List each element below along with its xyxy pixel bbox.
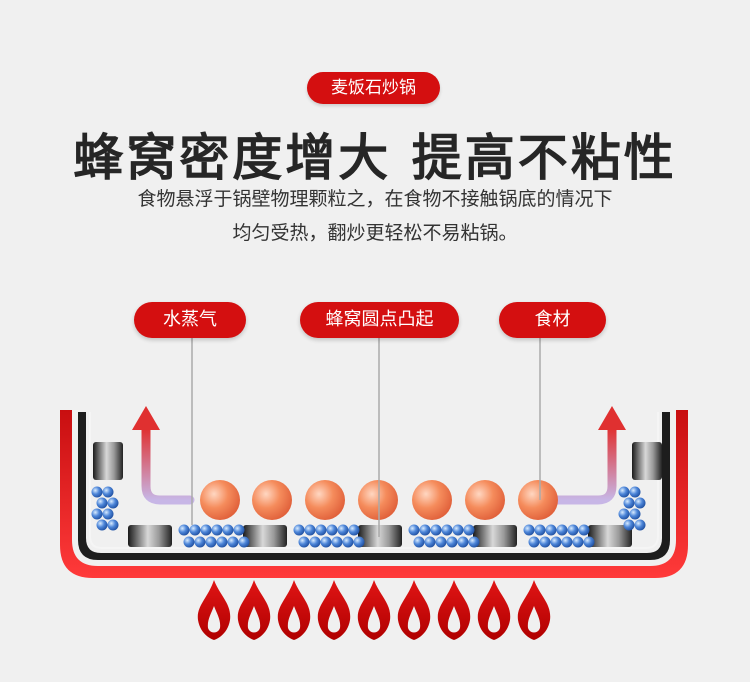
bubble-icon	[424, 536, 436, 548]
bubble-icon	[96, 519, 108, 531]
steam-arrow-icon	[553, 423, 617, 505]
flame-icon	[437, 580, 471, 640]
bubble-icon	[91, 508, 103, 520]
description-line-2: 均匀受热，翻炒更轻松不易粘锅。	[232, 222, 518, 244]
bubble-icon	[178, 524, 190, 536]
bubble-icon	[435, 536, 447, 548]
steam-arrow-icon	[141, 423, 195, 505]
bubble-icon	[102, 486, 114, 498]
bubble-icon	[618, 486, 630, 498]
bubble-icon	[572, 536, 584, 548]
bubble-icon	[550, 536, 562, 548]
bubble-icon	[205, 536, 217, 548]
bubble-icon	[413, 536, 425, 548]
bubble-icon	[561, 536, 573, 548]
bubble-icon	[528, 536, 540, 548]
bubble-icon	[304, 524, 316, 536]
bubble-icon	[102, 508, 114, 520]
side-block-left	[93, 442, 123, 480]
flame-icon	[317, 580, 351, 640]
flame-icon	[477, 580, 511, 640]
label-steam: 水蒸气	[134, 302, 246, 338]
bubble-icon	[233, 524, 245, 536]
bubble-icon	[430, 524, 442, 536]
bubble-icon	[331, 536, 343, 548]
bubble-icon	[457, 536, 469, 548]
bubble-icon	[200, 524, 212, 536]
flame-icon	[357, 580, 391, 640]
bubble-icon	[309, 536, 321, 548]
page-title: 蜂窝密度增大 提高不粘性	[73, 129, 677, 187]
bottom-blocks	[128, 525, 632, 547]
steam-arrow-head-right	[598, 406, 626, 430]
bubble-icon	[107, 519, 119, 531]
bubble-icon	[523, 524, 535, 536]
bubble-icon	[238, 536, 250, 548]
side-block-right	[632, 442, 662, 480]
bubble-icon	[545, 524, 557, 536]
bubble-icon	[629, 508, 641, 520]
bubble-icon	[91, 486, 103, 498]
bubble-icon	[629, 486, 641, 498]
bubble-icon	[216, 536, 228, 548]
product-badge: 麦饭石炒锅	[307, 72, 440, 104]
bubble-icon	[353, 536, 365, 548]
bubble-icon	[222, 524, 234, 536]
label-honeycomb: 蜂窝圆点凸起	[300, 302, 459, 338]
bubble-icon	[634, 519, 646, 531]
bubble-icon	[623, 519, 635, 531]
bubble-icon	[194, 536, 206, 548]
bubble-icon	[337, 524, 349, 536]
bubble-icon	[342, 536, 354, 548]
flame-icon-group	[197, 580, 551, 640]
bubble-icon	[227, 536, 239, 548]
bubble-icon	[298, 536, 310, 548]
flame-icon	[237, 580, 271, 640]
flame-icon	[277, 580, 311, 640]
bubble-icon	[320, 536, 332, 548]
bubble-icon	[107, 497, 119, 509]
pan-lining	[89, 412, 659, 549]
flame-icon	[197, 580, 231, 640]
bubble-icon	[408, 524, 420, 536]
bubble-icon	[634, 497, 646, 509]
bubble-icon-group	[91, 486, 646, 548]
bubble-icon	[583, 536, 595, 548]
label-food: 食材	[499, 302, 606, 338]
bubble-icon	[446, 536, 458, 548]
bubble-icon	[183, 536, 195, 548]
food-ball-icon-group	[200, 480, 558, 520]
bubble-icon	[293, 524, 305, 536]
bubble-icon	[556, 524, 568, 536]
bubble-icon	[315, 524, 327, 536]
description-line-1: 食物悬浮于锅壁物理颗粒之，在食物不接触锅底的情况下	[137, 188, 613, 210]
bubble-icon	[326, 524, 338, 536]
flame-icon	[517, 580, 551, 640]
bubble-icon	[578, 524, 590, 536]
bubble-icon	[623, 497, 635, 509]
bubble-icon	[618, 508, 630, 520]
bubble-icon	[463, 524, 475, 536]
bubble-icon	[539, 536, 551, 548]
bubble-icon	[211, 524, 223, 536]
bubble-icon	[534, 524, 546, 536]
bubble-icon	[348, 524, 360, 536]
bubble-icon	[468, 536, 480, 548]
bubble-icon	[189, 524, 201, 536]
steam-arrow-head-left	[132, 406, 160, 430]
bubble-icon	[441, 524, 453, 536]
flame-icon	[397, 580, 431, 640]
description: 食物悬浮于锅壁物理颗粒之，在食物不接触锅底的情况下 均匀受热，翻炒更轻松不易粘锅…	[40, 182, 710, 250]
bubble-icon	[96, 497, 108, 509]
bubble-icon	[452, 524, 464, 536]
bubble-icon	[419, 524, 431, 536]
bubble-icon	[567, 524, 579, 536]
